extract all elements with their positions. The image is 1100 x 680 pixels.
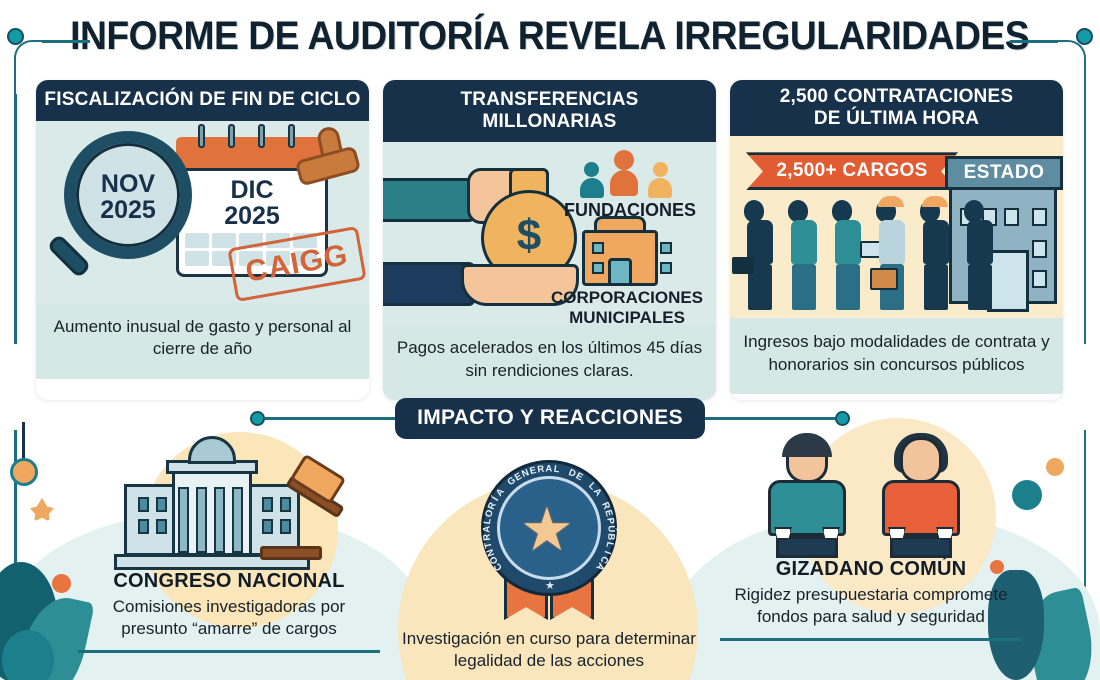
gavel-block-icon — [260, 546, 322, 560]
seal-ring-char: B — [604, 532, 617, 542]
card-1-heading: FISCALIZACIÓN DE FIN DE CICLO — [36, 80, 369, 121]
congreso-title: CONGRESO NACIONAL — [113, 570, 345, 592]
frame-rail-right-top — [1083, 94, 1086, 344]
contraloria-description: Investigación en curso para determinar l… — [402, 629, 696, 671]
title-dot-left-icon — [7, 28, 25, 45]
seal-star-icon: ★ — [520, 496, 574, 563]
decor-leaf-5 — [988, 570, 1044, 680]
ciudadano-title: GIZADANO COMÚN — [775, 558, 967, 580]
worker-silhouette — [920, 196, 949, 311]
top-cards-row: FISCALIZACIÓN DE FIN DE CICLO DIC 2025 — [36, 80, 1064, 401]
title-connector-left — [42, 40, 90, 43]
people-group-icon — [580, 150, 672, 199]
card-transferencias[interactable]: TRANSFERENCIAS MILLONARIAS $ ➡ FUNDACION… — [383, 80, 716, 401]
target-label-fundaciones: FUNDACIONES — [563, 200, 696, 221]
frame-corner-right — [1030, 40, 1086, 96]
calendar-year: 2025 — [224, 201, 280, 230]
cargos-banner-label: 2,500+ CARGOS — [776, 160, 928, 182]
decor-flower-left — [30, 498, 54, 522]
card-1-caption: Aumento inusual de gasto y personal al c… — [36, 302, 369, 379]
seal-ring-char: L — [553, 463, 561, 476]
decor-circle-left — [10, 458, 38, 486]
decor-leaf-3 — [2, 630, 54, 680]
worker-silhouette — [732, 200, 773, 311]
bottom-block-ciudadano[interactable]: GIZADANO COMÚN Rigidez presupuestaria co… — [720, 433, 1022, 641]
mid-line-left — [265, 417, 396, 420]
frame-rail-right-bottom — [1083, 430, 1086, 665]
seal-ring-char: R — [481, 532, 494, 542]
decor-stem-left — [22, 422, 25, 484]
card-3-heading-line2: DE ÚLTIMA HORA — [813, 107, 980, 129]
state-building-label: ESTADO — [963, 162, 1045, 184]
sleeve-upper-icon — [383, 178, 475, 223]
frame-rail-left-top — [14, 94, 17, 344]
decor-dot-right-2 — [990, 560, 1004, 574]
seal-small-star-icon: ★ — [545, 580, 555, 592]
page-title-row: INFORME DE AUDITORÍA REVELA IRREGULARIDA… — [0, 14, 1100, 59]
seal-ring-char: L — [603, 540, 616, 550]
card-1-illustration: DIC 2025 NOV 2025 CAIGG — [36, 120, 369, 303]
bottom-block-congreso[interactable]: CONGRESO NACIONAL Comisiones investigado… — [78, 436, 380, 653]
seal-ring-char: Ú — [605, 525, 617, 533]
calendar-month: DIC — [230, 175, 274, 204]
ciudadano-underline — [720, 638, 1022, 641]
card-2-caption: Pagos acelerados en los últimos 45 días … — [383, 324, 716, 401]
seal-ring-char: A — [545, 463, 553, 475]
mid-dot-right-icon — [834, 411, 850, 426]
title-connector-right — [1010, 40, 1058, 43]
worker-silhouette — [964, 200, 993, 311]
frame-rail-left-bottom — [14, 430, 17, 665]
mid-dot-left-icon — [250, 411, 266, 426]
congress-building-icon — [114, 436, 347, 570]
card-3-caption: Ingresos bajo modalidades de contrata y … — [730, 318, 1063, 395]
worker-silhouette — [870, 196, 905, 311]
citizens-icon — [746, 433, 996, 558]
mid-line-right — [704, 417, 835, 420]
decor-circle-right — [1012, 480, 1042, 510]
card-contrataciones[interactable]: 2,500 CONTRATACIONES DE ÚLTIMA HORA 2,50… — [730, 80, 1063, 400]
congreso-underline — [78, 650, 380, 653]
citizen-male-icon — [768, 433, 846, 558]
mid-banner-row: IMPACTO Y REACCIONES — [0, 398, 1100, 439]
decor-dot-left — [52, 574, 71, 593]
target-label-corporaciones: CORPORACIONES MUNICIPALES — [550, 288, 704, 325]
card-2-illustration: $ ➡ FUNDACIONES CORPORACIONES MUNICIPALE… — [383, 142, 716, 325]
municipal-door-icon — [608, 258, 632, 287]
decor-dot-right — [1046, 458, 1064, 476]
card-2-heading: TRANSFERENCIAS MILLONARIAS — [383, 80, 716, 143]
cargos-banner: 2,500+ CARGOS — [746, 152, 958, 191]
ciudadano-description: Rigidez presupuestaria compromete fondos… — [734, 585, 1008, 627]
card-3-heading: 2,500 CONTRATACIONES DE ÚLTIMA HORA — [730, 80, 1063, 137]
worker-silhouette — [788, 200, 817, 311]
state-building-sign: ESTADO — [945, 156, 1063, 191]
dollar-sign-icon: $ — [516, 211, 542, 261]
citizen-female-icon — [882, 433, 960, 558]
congreso-description: Comisiones investigadoras por presunto “… — [112, 597, 346, 639]
title-dot-right-icon — [1075, 28, 1093, 45]
card-3-illustration: 2,500+ CARGOS ESTADO — [730, 136, 1063, 319]
card-fiscalizacion[interactable]: FISCALIZACIÓN DE FIN DE CICLO DIC 2025 — [36, 80, 369, 400]
seal-ring-char: P — [604, 516, 617, 526]
hand-receiving-icon — [461, 264, 579, 307]
seal-ring-char: R — [536, 463, 546, 476]
card-3-heading-line1: 2,500 CONTRATACIONES — [779, 86, 1014, 107]
magnifier-year: 2025 — [100, 195, 156, 224]
page-title: INFORME DE AUDITORÍA REVELA IRREGULARIDA… — [70, 14, 1030, 58]
magnifier-month: NOV — [100, 169, 156, 198]
mid-banner-label: IMPACTO Y REACCIONES — [395, 398, 705, 439]
seal-ring-char: A — [481, 525, 493, 533]
stamp-label: CAIGG — [243, 237, 351, 289]
worker-silhouette — [832, 200, 882, 311]
state-building-door-icon — [987, 250, 1029, 313]
